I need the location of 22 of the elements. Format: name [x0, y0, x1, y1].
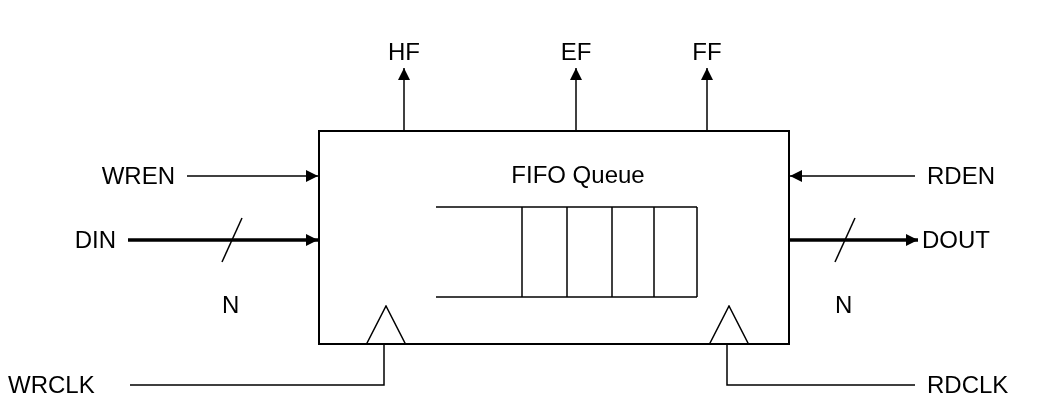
arrow [790, 234, 918, 246]
arrow [128, 234, 318, 246]
connector-line [129, 344, 385, 386]
bus-width-label: N [222, 290, 240, 320]
arrow [570, 67, 582, 131]
signal-label: RDEN [915, 160, 1050, 192]
signal-label: WRCLK [0, 369, 130, 401]
arrow [186, 170, 319, 182]
arrow [789, 170, 916, 182]
block-title: FIFO Queue [510, 160, 646, 190]
fifo-block [318, 130, 790, 345]
arrow [701, 67, 713, 131]
signal-label: FF [682, 36, 732, 68]
arrow [398, 67, 410, 131]
connector-line [726, 344, 916, 386]
bus-width-label: N [835, 290, 853, 320]
signal-label: HF [379, 36, 429, 68]
signal-label: DIN [8, 224, 128, 256]
signal-label: RDCLK [915, 369, 1055, 401]
signal-label: WREN [8, 160, 187, 192]
signal-label: DOUT [918, 224, 1048, 256]
signal-label: EF [551, 36, 601, 68]
